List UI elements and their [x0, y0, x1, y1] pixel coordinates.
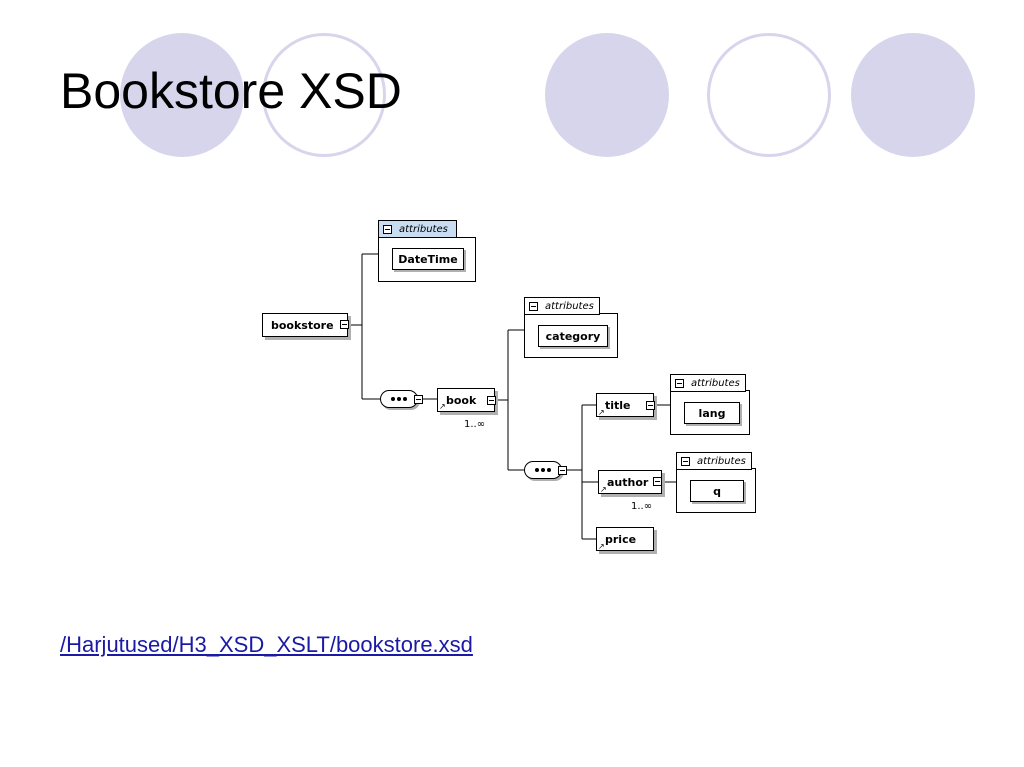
attr-q[interactable]: q [690, 480, 744, 502]
collapse-icon[interactable] [681, 457, 690, 466]
collapse-icon[interactable] [340, 320, 349, 329]
attributes-label: attributes [545, 300, 594, 312]
element-ref-icon: ↗ [598, 408, 605, 417]
collapse-icon[interactable] [383, 225, 392, 234]
element-ref-icon: ↗ [600, 485, 607, 494]
attributes-label: attributes [697, 455, 746, 467]
slide-title: Bookstore XSD [60, 63, 402, 119]
collapse-icon[interactable] [558, 466, 567, 475]
element-bookstore[interactable]: bookstore [262, 313, 348, 337]
title-attributes-header[interactable]: attributes [670, 374, 746, 392]
author-attributes-header[interactable]: attributes [676, 452, 752, 470]
element-author[interactable]: author [598, 470, 662, 494]
collapse-icon[interactable] [487, 396, 496, 405]
attributes-label: attributes [399, 223, 448, 235]
collapse-icon[interactable] [529, 302, 538, 311]
element-title[interactable]: title [596, 393, 654, 417]
collapse-icon[interactable] [414, 395, 423, 404]
book-attributes-header[interactable]: attributes [524, 297, 600, 315]
sequence-compositor[interactable] [380, 390, 418, 408]
collapse-icon[interactable] [675, 379, 684, 388]
collapse-icon[interactable] [646, 401, 655, 410]
decor-circle-5 [851, 33, 975, 157]
sequence-compositor[interactable] [524, 461, 562, 479]
xsd-file-link[interactable]: /Harjutused/H3_XSD_XSLT/bookstore.xsd [60, 632, 473, 657]
collapse-icon[interactable] [653, 477, 662, 486]
book-multiplicity: 1..∞ [464, 419, 486, 430]
element-ref-icon: ↗ [439, 402, 446, 411]
attributes-label: attributes [691, 377, 740, 389]
decor-circle-1 [120, 33, 244, 157]
decor-circle-4 [707, 33, 831, 157]
attr-category[interactable]: category [538, 325, 608, 347]
root-attributes-header[interactable]: attributes [378, 220, 457, 238]
attr-datetime[interactable]: DateTime [392, 248, 464, 270]
attr-lang[interactable]: lang [684, 402, 740, 424]
decor-circle-3 [545, 33, 669, 157]
author-multiplicity: 1..∞ [631, 501, 653, 512]
element-ref-icon: ↗ [598, 542, 605, 551]
element-price[interactable]: price [596, 527, 654, 551]
element-book[interactable]: book [437, 388, 495, 412]
decor-circle-2 [262, 33, 386, 157]
